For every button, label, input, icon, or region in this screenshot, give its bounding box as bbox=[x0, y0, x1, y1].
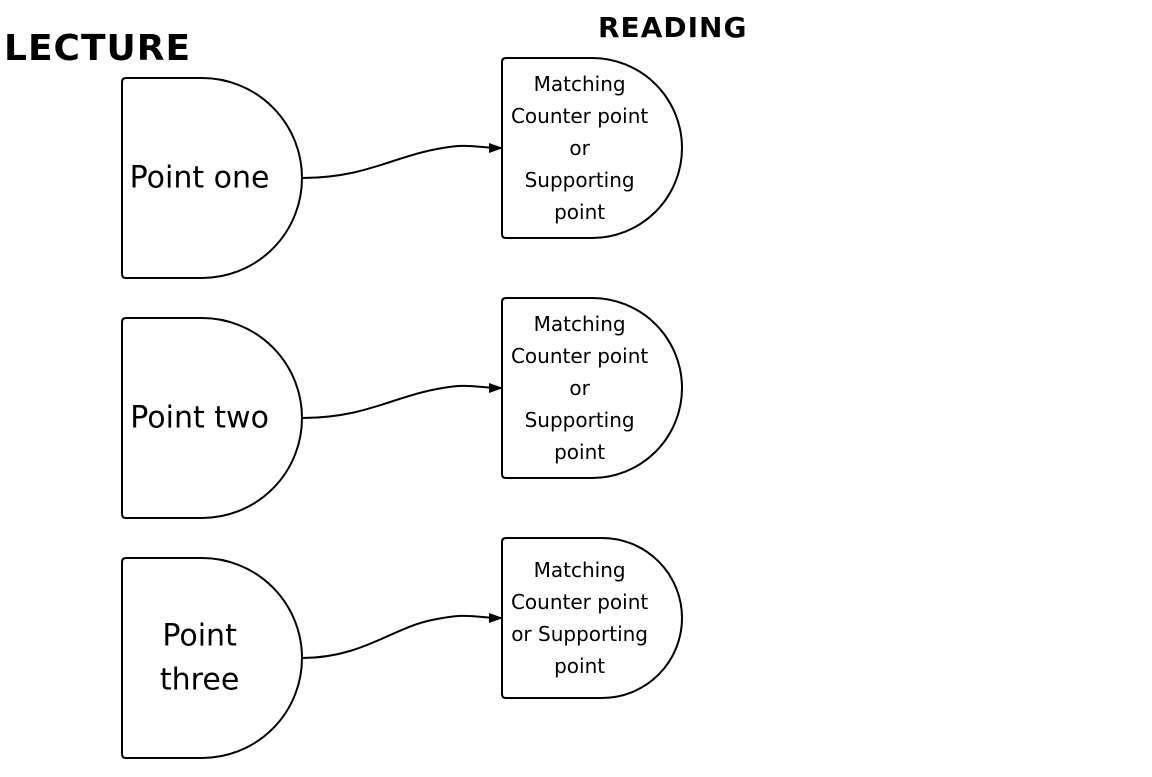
reading-heading: READING bbox=[598, 11, 747, 44]
lecture-point-3-shape bbox=[121, 557, 303, 759]
connector-arrow-2 bbox=[301, 382, 503, 419]
reading-point-2-label-line: Matching bbox=[534, 312, 626, 336]
reading-point-3-label-line: point bbox=[554, 654, 605, 678]
lecture-point-1-label-line: Point one bbox=[130, 161, 270, 196]
connector-arrow-1 bbox=[301, 142, 503, 179]
lecture-point-1-label: Point one bbox=[130, 161, 270, 196]
lecture-point-3: Point three bbox=[121, 557, 303, 759]
reading-point-3-label-line: Counter point bbox=[511, 590, 648, 614]
reading-point-3-label-line: Matching bbox=[534, 558, 626, 582]
reading-point-2-label-line: point bbox=[554, 440, 605, 464]
lecture-point-2-label: Point two bbox=[130, 401, 269, 436]
lecture-point-2-shape bbox=[121, 317, 303, 519]
reading-point-2-shape bbox=[501, 297, 683, 479]
connector-arrow-3 bbox=[301, 612, 503, 659]
lecture-point-3-label-line: three bbox=[160, 663, 239, 698]
lecture-point-2-label-line: Point two bbox=[130, 401, 269, 436]
lecture-point-3-label: Point three bbox=[160, 619, 239, 698]
reading-point-3-label-line: or Supporting bbox=[511, 622, 648, 646]
reading-point-1-label-line: or bbox=[569, 136, 590, 160]
lecture-point-1: Point one bbox=[121, 77, 303, 279]
lecture-point-1-shape bbox=[121, 77, 303, 279]
reading-point-2-label-line: or bbox=[569, 376, 590, 400]
lecture-point-3-label-line: Point bbox=[162, 619, 237, 654]
reading-point-1-label-line: Matching bbox=[534, 72, 626, 96]
reading-point-1-shape bbox=[501, 57, 683, 239]
lecture-heading: LECTURE bbox=[4, 28, 191, 69]
reading-point-1-label-line: Supporting bbox=[525, 168, 635, 192]
reading-point-2-label-line: Supporting bbox=[525, 408, 635, 432]
reading-point-3-shape bbox=[501, 537, 683, 699]
diagram-connectors bbox=[301, 142, 503, 659]
reading-point-1-label-line: Counter point bbox=[511, 104, 648, 128]
reading-point-2-label-line: Counter point bbox=[511, 344, 648, 368]
lecture-point-2: Point two bbox=[121, 317, 303, 519]
reading-point-1-label-line: point bbox=[554, 200, 605, 224]
